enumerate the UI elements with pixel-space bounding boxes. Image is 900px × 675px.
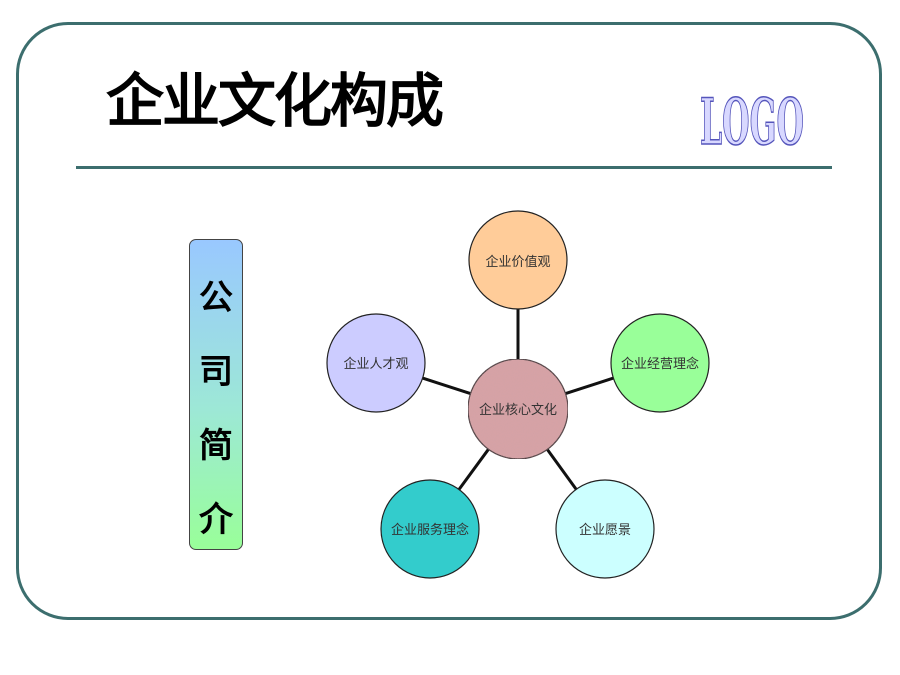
connector-service (457, 448, 490, 491)
node-vision-label: 企业愿景 (579, 522, 631, 538)
connector-talent (422, 376, 471, 396)
node-talent-label: 企业人才观 (343, 356, 408, 372)
logo-text: LOGO (700, 85, 804, 156)
node-service[interactable]: 企业服务理念 (380, 479, 480, 579)
intro-char: 介 (199, 500, 233, 540)
connector-business (565, 376, 614, 396)
center-node-label: 企业核心文化 (479, 402, 557, 418)
intro-char: 司 (199, 352, 233, 392)
slide-title: 企业文化构成 (106, 67, 444, 135)
node-values-label: 企业价值观 (485, 254, 550, 270)
node-business[interactable]: 企业经营理念 (610, 313, 710, 413)
logo: LOGO (699, 84, 805, 156)
node-vision[interactable]: 企业愿景 (555, 479, 655, 579)
company-intro-bar[interactable]: 公 司 简 介 (189, 239, 243, 550)
intro-char: 简 (199, 426, 233, 466)
node-service-label: 企业服务理念 (391, 522, 469, 538)
node-talent[interactable]: 企业人才观 (326, 313, 426, 413)
intro-char: 公 (199, 278, 233, 318)
connector-vision (546, 448, 578, 491)
title-divider (76, 166, 832, 169)
center-node[interactable]: 企业核心文化 (467, 358, 569, 460)
node-business-label: 企业经营理念 (621, 356, 699, 372)
node-values[interactable]: 企业价值观 (468, 210, 568, 310)
